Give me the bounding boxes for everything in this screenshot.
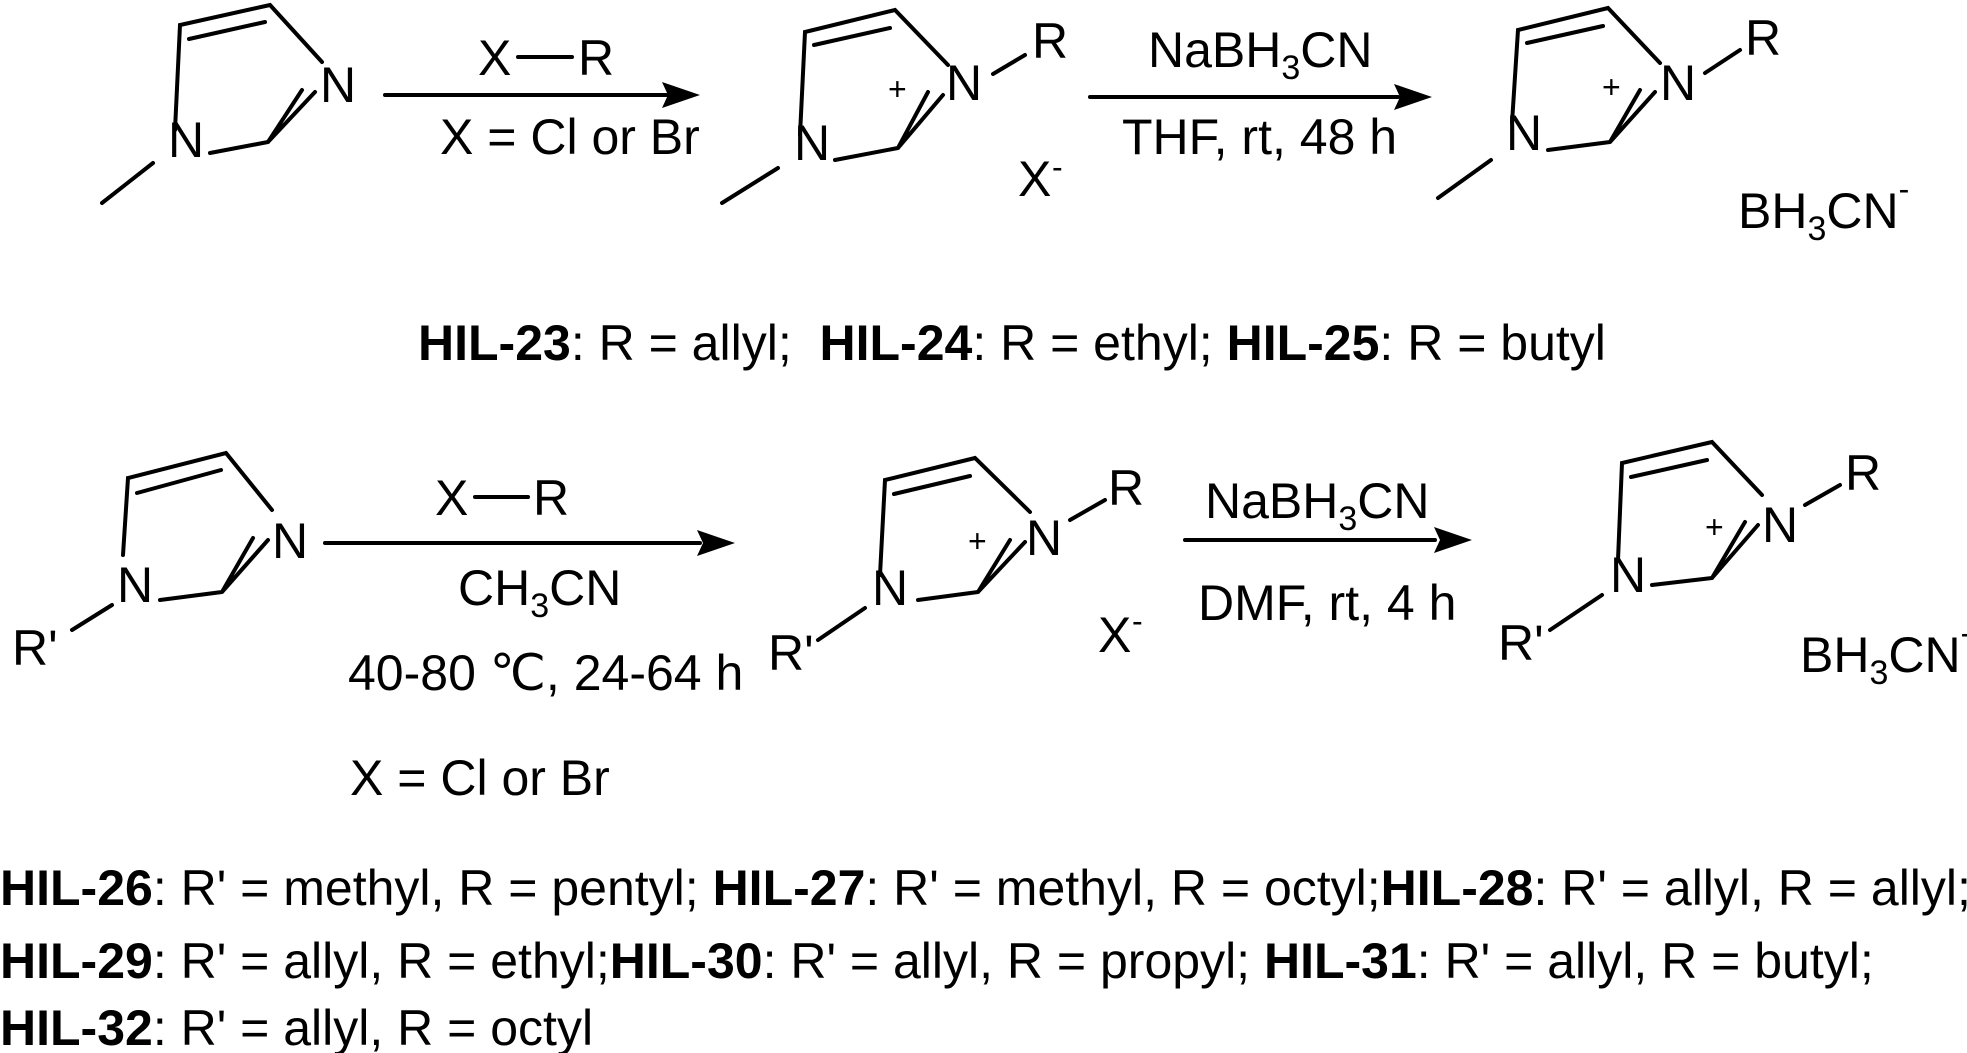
charge-plus: + (1602, 69, 1621, 105)
legend-scheme-1: HIL-23: R = allyl; HIL-24: R = ethyl; HI… (418, 315, 1606, 371)
atom-n1: N (872, 560, 908, 616)
atom-n1: N (168, 112, 204, 168)
reaction-arrow-2: NaBH3CN THF, rt, 48 h (1088, 22, 1432, 165)
reaction-conditions: DMF, rt, 4 h (1198, 575, 1456, 631)
substituent-r-prime: R' (12, 620, 58, 676)
reaction-arrow-3: X R CH3CN 40-80 ℃, 24-64 h X = Cl or Br (323, 470, 743, 806)
molecule-1-substituted-imidazole: N N R' (12, 450, 308, 676)
legend-scheme-2-line-2: HIL-29: R' = allyl, R = ethyl;HIL-30: R'… (0, 933, 1874, 989)
reagent-nabh3cn: NaBH3CN (1205, 473, 1430, 538)
substituent-r: R (1845, 445, 1881, 501)
substituent-r: R (1108, 460, 1144, 516)
anion-bh3cn: BH3CN- (1800, 615, 1967, 692)
atom-n1: N (794, 115, 830, 171)
reaction-arrow-4: NaBH3CN DMF, rt, 4 h (1183, 473, 1472, 631)
reagent-r: R (533, 470, 569, 526)
atom-n3: N (1026, 510, 1062, 566)
reagent-x: X (435, 470, 468, 526)
charge-plus: + (968, 523, 987, 559)
anion-bh3cn: BH3CN- (1738, 171, 1909, 248)
atom-n1: N (117, 557, 153, 613)
reagent-halide-note: X = Cl or Br (350, 750, 610, 806)
charge-plus: + (1705, 509, 1724, 545)
substituent-r-prime: R' (1498, 615, 1544, 671)
charge-minus: - (1132, 603, 1143, 639)
atom-n3: N (1762, 497, 1798, 553)
atom-n3: N (272, 513, 308, 569)
charge-plus: + (888, 71, 907, 107)
molecule-imidazolium-cyanoborohydride: N N + R BH3CN- (1436, 5, 1909, 248)
atom-n3: N (946, 55, 982, 111)
atom-n1: N (1506, 105, 1542, 161)
atom-n3: N (1660, 55, 1696, 111)
atom-n1: N (1610, 547, 1646, 603)
legend-scheme-2-line-1: HIL-26: R' = methyl, R = pentyl; HIL-27:… (0, 860, 1967, 916)
reagent-halide-note: X = Cl or Br (440, 109, 700, 165)
counterion-x: X (1018, 151, 1051, 207)
reagent-nabh3cn: NaBH3CN (1148, 22, 1373, 87)
substituent-r: R (1032, 13, 1068, 69)
atom-n3: N (320, 57, 356, 113)
reaction-conditions: THF, rt, 48 h (1122, 109, 1397, 165)
temperature-time: 40-80 ℃, 24-64 h (348, 645, 743, 701)
legend-scheme-2-line-3: HIL-32: R' = allyl, R = octyl (0, 1000, 593, 1053)
reagent-x: X (478, 30, 511, 86)
molecule-imidazolium-halide: N N + R X - (720, 7, 1068, 207)
molecule-imidazolium-halide-2: N N + R R' X - (768, 455, 1144, 681)
substituent-r-prime: R' (768, 625, 814, 681)
substituent-r: R (1745, 10, 1781, 66)
molecule-imidazolium-cyanoborohydride-2: N N + R R' BH3CN- (1498, 439, 1967, 692)
solvent-ch3cn: CH3CN (458, 560, 621, 625)
charge-minus: - (1052, 149, 1063, 185)
reagent-r: R (578, 30, 614, 86)
counterion-x: X (1098, 607, 1131, 663)
molecule-1-methylimidazole: N N (100, 2, 356, 205)
reaction-arrow-1: X R X = Cl or Br (383, 30, 700, 165)
